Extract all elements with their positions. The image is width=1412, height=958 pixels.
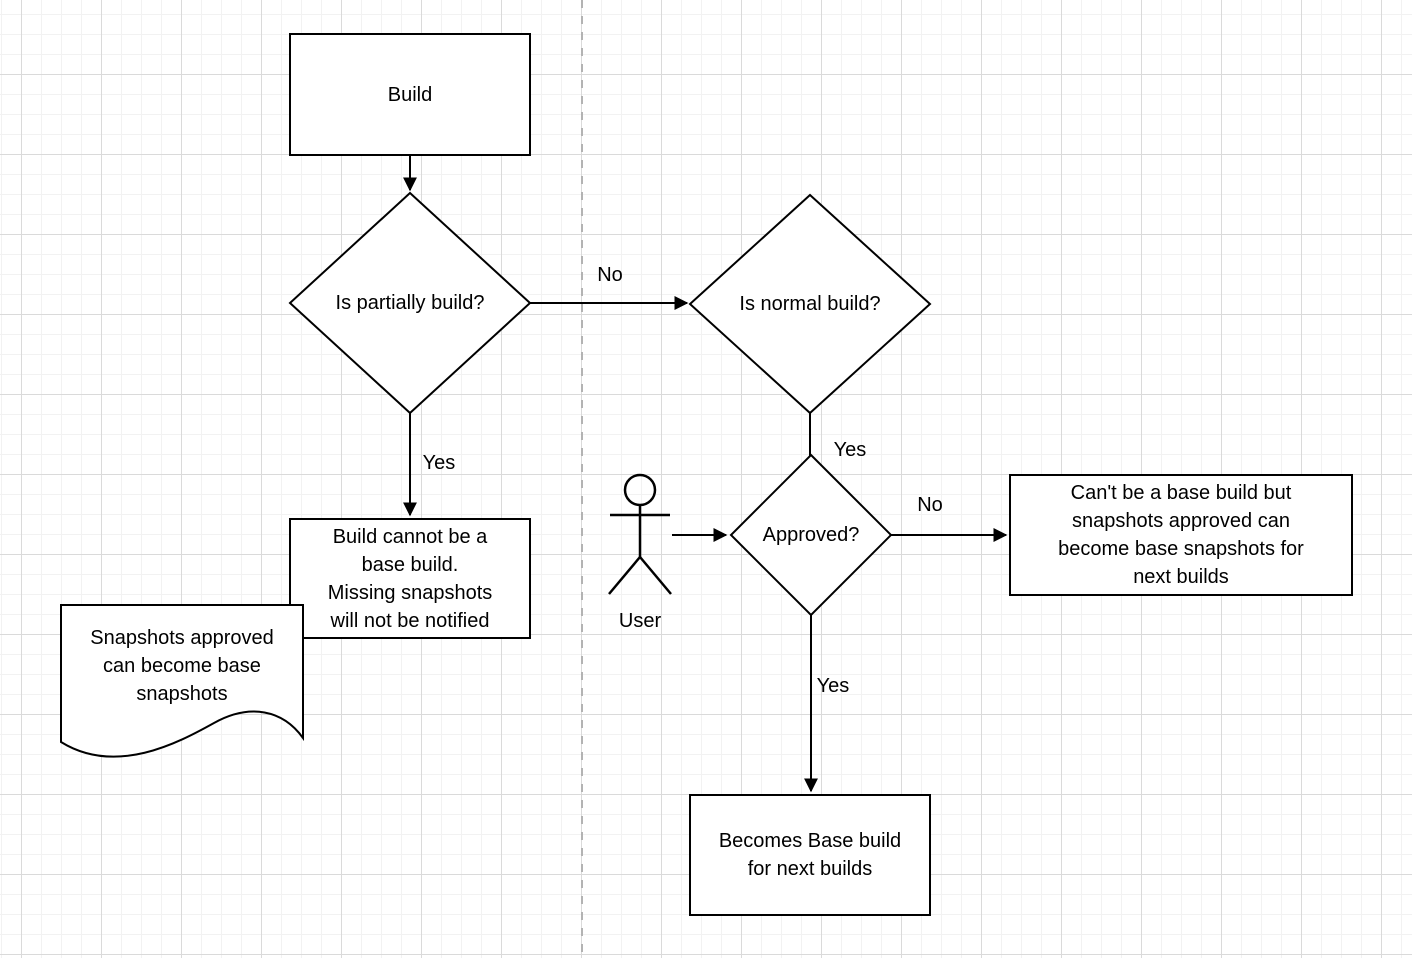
text-line: Yes	[816, 675, 850, 697]
user-actor-figure[interactable]	[608, 473, 672, 595]
build-box[interactable]	[289, 33, 531, 156]
is-partially-build-diamond[interactable]	[288, 191, 532, 415]
user-right-leg	[639, 556, 672, 595]
text-line: Yes	[833, 439, 867, 461]
user-head	[623, 473, 657, 507]
edge-label-normal-yes: Yes	[820, 437, 880, 463]
is-normal-build-diamond[interactable]	[688, 193, 932, 415]
edge-label-approved-yes: Yes	[803, 673, 863, 699]
edge-label-partial-yes: Yes	[409, 450, 469, 476]
edge-label-approved-no: No	[900, 492, 960, 518]
text-line: No	[917, 494, 943, 516]
cant-be-base-box[interactable]	[1009, 474, 1353, 596]
text-line: No	[597, 264, 623, 286]
text-line: Yes	[422, 452, 456, 474]
edge-label-partial-no: No	[580, 262, 640, 288]
reject-info-box[interactable]	[289, 518, 531, 639]
user-left-leg	[608, 556, 641, 595]
becomes-base-box[interactable]	[689, 794, 931, 916]
approved-diamond[interactable]	[729, 453, 893, 617]
snapshot-note-document[interactable]	[60, 604, 304, 758]
